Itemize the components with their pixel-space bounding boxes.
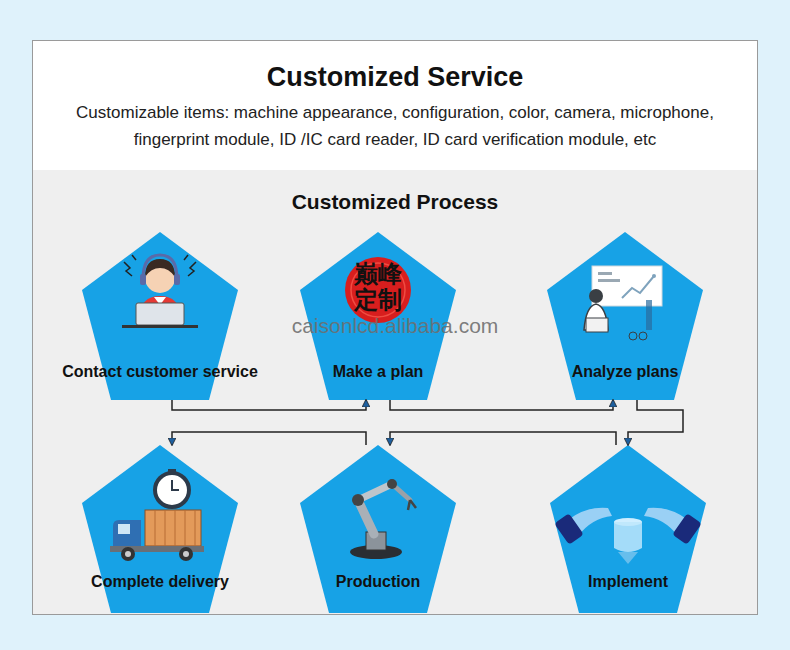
delivery-icon [110, 469, 204, 561]
service-icon [122, 255, 198, 328]
pentagon-fill [547, 232, 703, 400]
step-label: Analyze plans [572, 363, 679, 381]
section-heading: Customized Process [33, 190, 757, 214]
analyze-icon [584, 266, 662, 340]
pentagon-fill [300, 232, 456, 400]
flow-connector [172, 400, 366, 410]
robot-arm-icon [350, 479, 416, 559]
flow-connector [172, 432, 366, 445]
grey-band [33, 170, 757, 614]
step-label: Contact customer service [62, 363, 258, 381]
flow-connector [390, 432, 616, 445]
plan-logo [345, 257, 411, 323]
logo-text: 巅峰定制 [350, 261, 406, 314]
subtitle-text: Customizable items: machine appearance, … [38, 99, 752, 153]
process-pentagon: Contact customer service [58, 232, 262, 400]
process-pentagon: Production [300, 445, 456, 613]
step-label: Make a plan [333, 363, 424, 381]
flow-connector [628, 400, 683, 445]
process-pentagon: Analyze plans [547, 232, 703, 400]
flow-connector [390, 400, 613, 410]
watermark: caisonlcd.alibaba.com [240, 314, 550, 338]
implement-icon [554, 508, 702, 564]
step-label: Production [336, 573, 420, 591]
page-title: Customized Service [33, 62, 757, 93]
process-pentagon: Implement [550, 445, 706, 613]
process-pentagon: Complete delivery [82, 445, 238, 613]
step-label: Complete delivery [91, 573, 229, 591]
pentagon-fill [82, 445, 238, 613]
pentagon-fill [300, 445, 456, 613]
step-label: Implement [588, 573, 668, 591]
pentagon-fill [550, 445, 706, 613]
